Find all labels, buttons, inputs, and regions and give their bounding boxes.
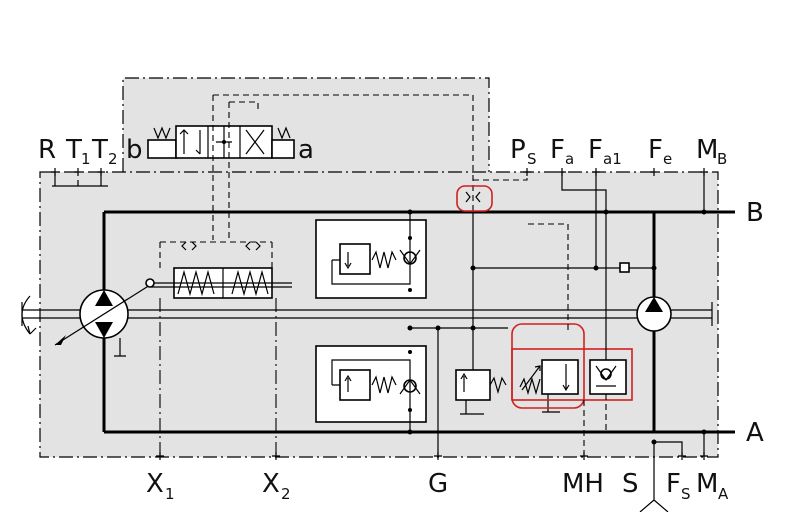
port-label-B: B: [746, 198, 764, 228]
solenoid-label-b: b: [126, 135, 143, 165]
drive-shaft: [22, 309, 712, 319]
port-label-R: R: [38, 135, 56, 165]
port-label-G: G: [428, 469, 448, 499]
pilot-MH: [528, 223, 585, 456]
port-label-MH: MH: [562, 469, 604, 499]
relief-valve-upper: [315, 209, 427, 299]
suction-line: [639, 442, 669, 512]
port-label-X2-sub: 2: [281, 485, 291, 503]
port-label-T1: T: [65, 135, 82, 165]
pilot-line-top: [213, 94, 474, 212]
port-label-Fe-sub: e: [663, 150, 672, 168]
port-label-FS: F: [666, 469, 681, 499]
port-label-A: A: [746, 418, 764, 448]
port-label-Fe: F: [648, 135, 663, 165]
control-valve: [147, 125, 295, 159]
cutoff-highlight-outer: [511, 348, 633, 401]
filter-icon: [619, 262, 630, 273]
solenoid-label-a: a: [298, 135, 314, 165]
port-ticks-bottom: [156, 452, 708, 460]
rotation-arrow: [21, 295, 37, 335]
port-label-X1-sub: 1: [165, 485, 175, 503]
port-label-FS-sub: S: [681, 485, 691, 503]
relief-valve-lower: [315, 345, 427, 435]
port-ticks-top: [51, 168, 708, 187]
servo-cylinder: [145, 241, 292, 299]
line-FS: [654, 441, 683, 456]
port-label-X2: X: [262, 469, 280, 499]
port-label-Fa1: F: [588, 135, 603, 165]
orifice-highlight: [456, 185, 493, 212]
port-label-S: S: [622, 469, 639, 499]
port-label-MB-sub: B: [717, 150, 727, 168]
orifice-icon: [465, 191, 481, 203]
main-pump-icon: [54, 284, 151, 357]
charge-relief-valve: [455, 369, 507, 415]
pressure-cutoff: [519, 359, 627, 413]
port-label-Fa1-sub: a1: [603, 150, 622, 168]
line-Fa: [561, 172, 607, 360]
port-label-PS: P: [510, 135, 526, 165]
ps-pilot: [473, 172, 528, 181]
port-label-PS-sub: S: [527, 150, 537, 168]
port-label-Fa-sub: a: [565, 150, 574, 168]
port-label-X1: X: [146, 469, 164, 499]
port-label-MB: M: [696, 135, 718, 165]
charge-pump-icon: [636, 296, 672, 332]
port-label-MA: M: [696, 469, 718, 499]
pilot-line-valve: [212, 95, 259, 240]
port-label-T2-sub: 2: [108, 150, 118, 168]
port-label-T1-sub: 1: [81, 150, 91, 168]
port-label-T2: T: [91, 135, 108, 165]
port-label-MA-sub: A: [718, 485, 729, 503]
port-label-Fa: F: [550, 135, 565, 165]
